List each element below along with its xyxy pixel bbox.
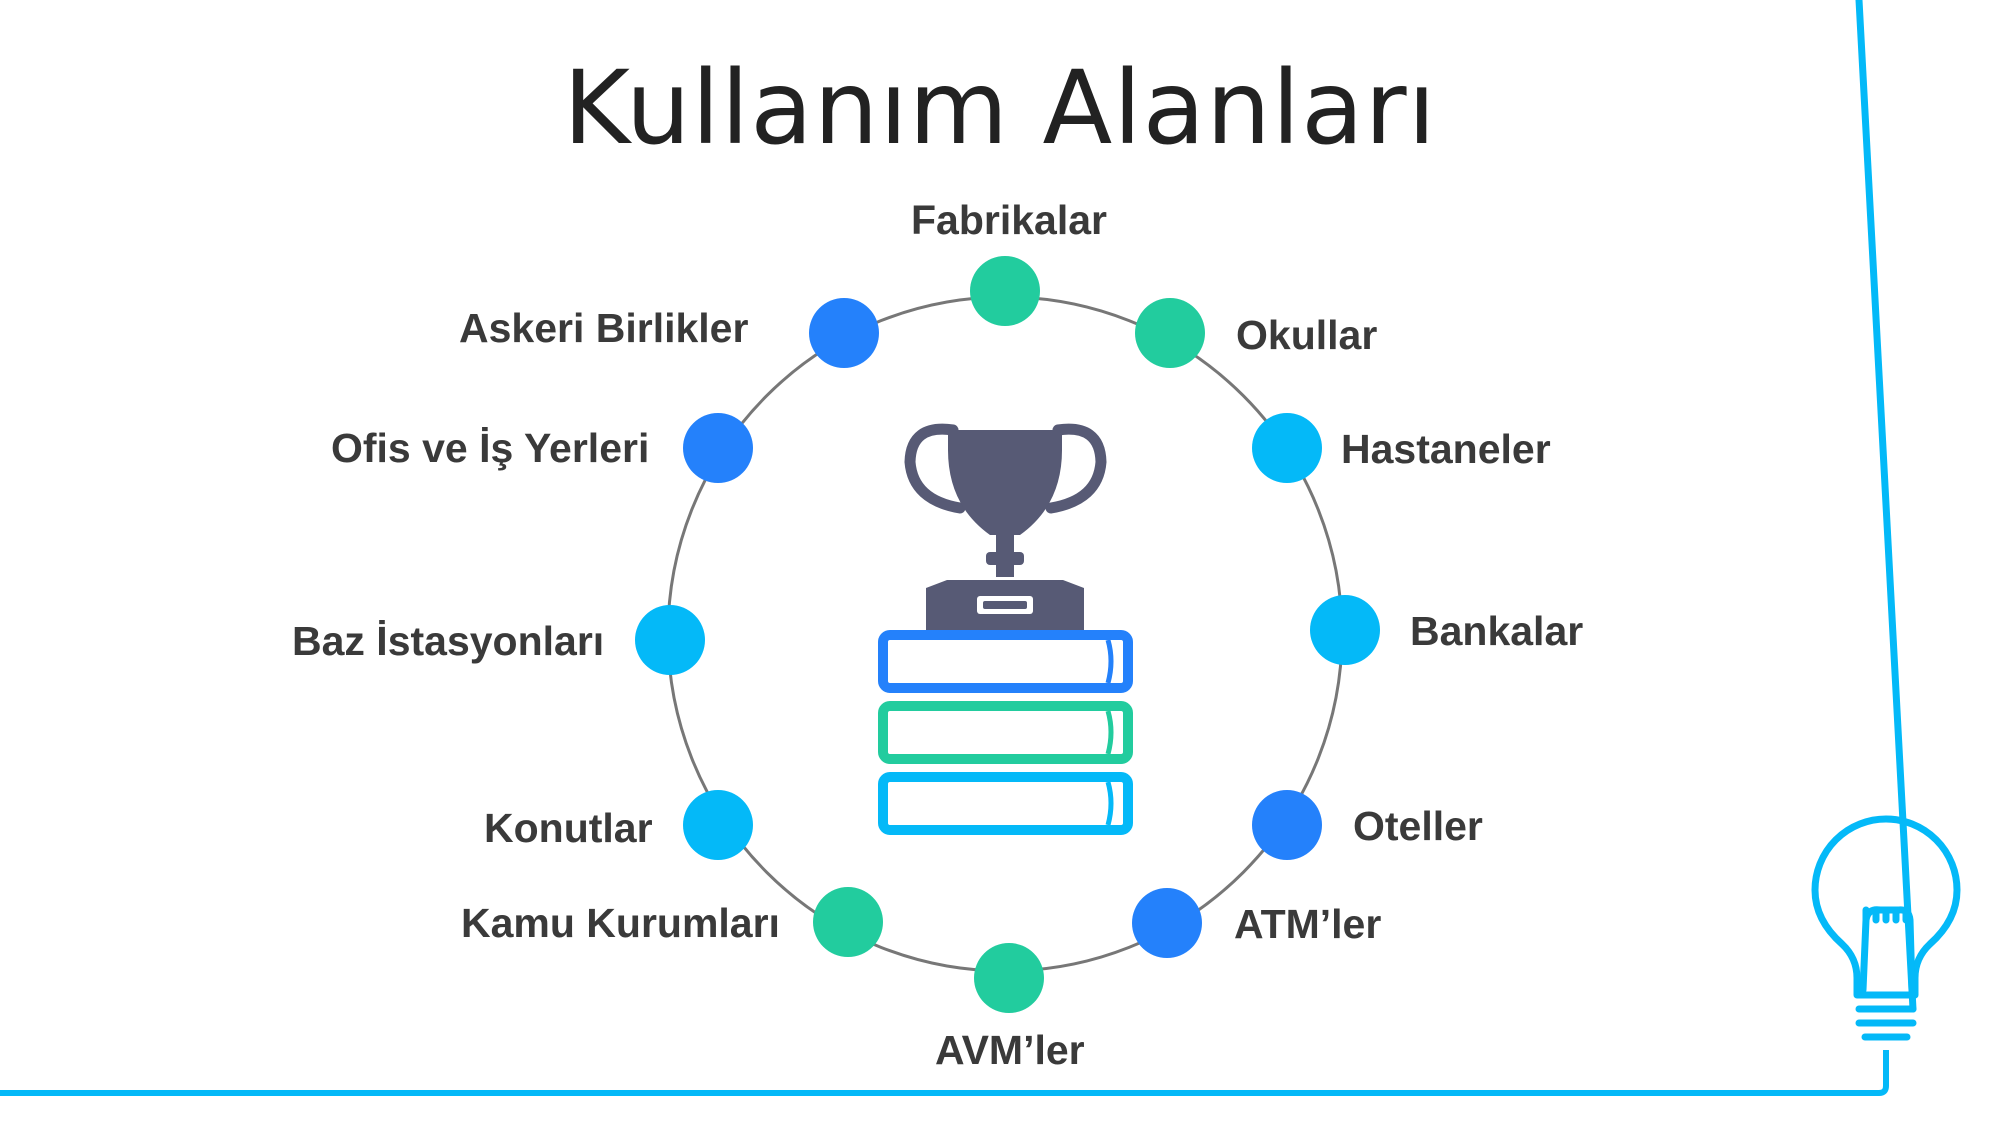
item-dot-hastaneler <box>1252 413 1322 483</box>
item-label-fabrikalar: Fabrikalar <box>911 197 1107 243</box>
item-label-askeri-birlikler: Askeri Birlikler <box>459 305 749 351</box>
trophy-on-books-icon <box>878 423 1133 835</box>
item-label-kamu-kurumlari: Kamu Kurumları <box>461 900 780 946</box>
page-title: Kullanım Alanları <box>563 49 1437 168</box>
item-dot-kamu-kurumlari <box>813 887 883 957</box>
item-label-baz-istasyonlari: Baz İstasyonları <box>292 618 605 664</box>
item-dot-okullar <box>1135 298 1205 368</box>
book-bottom <box>878 772 1133 835</box>
lightbulb-icon <box>1811 0 1961 1041</box>
bottom-line <box>0 1050 1889 1096</box>
item-dot-askeri-birlikler <box>809 298 879 368</box>
item-label-atmler: ATM’ler <box>1234 901 1382 947</box>
item-dot-oteller <box>1252 790 1322 860</box>
book-top <box>878 630 1133 693</box>
book-middle <box>878 701 1133 764</box>
item-dot-bankalar <box>1310 595 1380 665</box>
item-dot-konutlar <box>683 790 753 860</box>
item-dot-baz-istasyonlari <box>635 605 705 675</box>
item-dot-fabrikalar <box>970 256 1040 326</box>
item-dot-ofis-is-yerleri <box>683 413 753 483</box>
trophy-icon <box>904 423 1107 630</box>
item-dot-avmler <box>974 943 1044 1013</box>
item-label-avmler: AVM’ler <box>935 1027 1085 1073</box>
item-dot-atmler <box>1132 888 1202 958</box>
item-label-hastaneler: Hastaneler <box>1341 426 1551 472</box>
item-label-bankalar: Bankalar <box>1410 608 1584 654</box>
item-label-okullar: Okullar <box>1236 312 1378 358</box>
item-label-ofis-is-yerleri: Ofis ve İş Yerleri <box>331 425 650 471</box>
item-label-konutlar: Konutlar <box>484 805 653 851</box>
book-stack-icon <box>878 630 1133 835</box>
item-label-oteller: Oteller <box>1353 803 1483 849</box>
